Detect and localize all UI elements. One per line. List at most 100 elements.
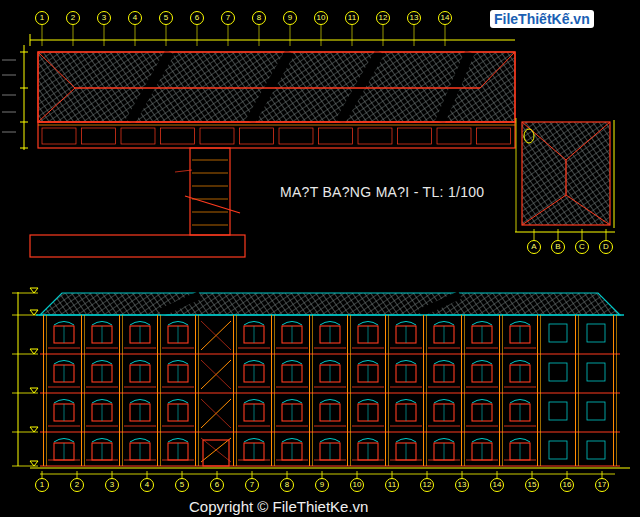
dimension-tick (217, 471, 218, 478)
window-arch (130, 322, 150, 326)
column (84, 315, 85, 466)
window-arch (434, 439, 454, 443)
railing (390, 460, 422, 461)
grid-bubble: 7 (221, 11, 235, 25)
window (358, 365, 378, 382)
window (396, 404, 416, 421)
railing (48, 387, 80, 388)
column (575, 315, 576, 466)
window-mullion (406, 365, 407, 382)
side-window (549, 363, 567, 381)
grid-bubble: 10 (350, 478, 364, 492)
note-line (2, 95, 16, 96)
railing (504, 460, 536, 461)
window-mullion (140, 326, 141, 343)
note-leader (175, 170, 192, 172)
window-arch (54, 322, 74, 326)
hip-line (38, 52, 75, 88)
axis-leader (321, 25, 322, 46)
window-arch (244, 439, 264, 443)
window-arch (358, 322, 378, 326)
window-mullion (254, 326, 255, 343)
dimension-tick (20, 52, 28, 53)
axis-label: D (603, 243, 609, 251)
railing (504, 426, 536, 427)
railing (428, 387, 460, 388)
window-mullion (102, 326, 103, 343)
hip-line (522, 195, 566, 225)
axis-label: 10 (353, 481, 362, 489)
axis-label: 15 (528, 481, 537, 489)
ceiling-panel (200, 128, 234, 144)
railing (238, 460, 270, 461)
grid-bubble: 11 (385, 478, 399, 492)
dimension-line (515, 232, 615, 233)
axis-leader (259, 25, 260, 46)
railing (276, 426, 308, 427)
level-symbol (30, 427, 38, 432)
side-window (587, 363, 605, 381)
column (423, 315, 424, 466)
grid-bubble: 8 (252, 11, 266, 25)
column (347, 315, 348, 466)
grid-bubble: A (527, 240, 541, 254)
grid-bubble: 14 (438, 11, 452, 25)
dimension-tick (20, 122, 28, 123)
axis-label: 6 (215, 481, 219, 489)
grid-bubble: 14 (490, 478, 504, 492)
axis-label: 12 (379, 14, 388, 22)
column (540, 315, 541, 466)
grid-bubble: C (575, 240, 589, 254)
window-arch (168, 439, 188, 443)
axis-leader (445, 25, 446, 46)
column (426, 315, 427, 466)
window (92, 443, 112, 460)
window-arch (320, 361, 340, 365)
grid-bubble: 13 (455, 478, 469, 492)
window-arch (92, 361, 112, 365)
window (54, 404, 74, 421)
window-mullion (102, 443, 103, 460)
column (537, 315, 538, 466)
stair-flight (201, 321, 231, 350)
note-line (2, 75, 16, 76)
dimension-tick (42, 471, 43, 478)
dimension-tick (567, 471, 568, 478)
watermark-logo: FileThiếtKế.vn (490, 10, 594, 28)
column (119, 315, 120, 466)
window-arch (434, 400, 454, 404)
shadow-band (250, 52, 290, 122)
column (578, 315, 579, 466)
axis-label: 13 (458, 481, 467, 489)
window-mullion (444, 404, 445, 421)
drain-symbol (524, 129, 534, 143)
window-arch (282, 361, 302, 365)
side-window (549, 402, 567, 420)
grid-bubble: 13 (407, 11, 421, 25)
stair-flight (201, 438, 231, 462)
grid-bubble: 7 (245, 478, 259, 492)
railing (238, 426, 270, 427)
ceiling-panel (121, 128, 155, 144)
dimension-tick (287, 471, 288, 478)
column (198, 315, 199, 466)
grid-bubble: 9 (315, 478, 329, 492)
hip-line (38, 88, 75, 122)
grid-bubble: 6 (190, 11, 204, 25)
hip-line (566, 195, 610, 225)
window-arch (358, 400, 378, 404)
ceiling-panel (161, 128, 195, 144)
axis-label: 3 (102, 14, 106, 22)
railing (86, 460, 118, 461)
dimension-tick (532, 471, 533, 478)
window (510, 443, 530, 460)
level-symbol (30, 288, 38, 293)
grid-bubble: 12 (420, 478, 434, 492)
window (320, 365, 340, 382)
column (616, 315, 617, 466)
railing (238, 348, 270, 349)
floor-slab (40, 431, 620, 432)
railing (428, 348, 460, 349)
window-mullion (64, 365, 65, 382)
window (472, 326, 492, 343)
